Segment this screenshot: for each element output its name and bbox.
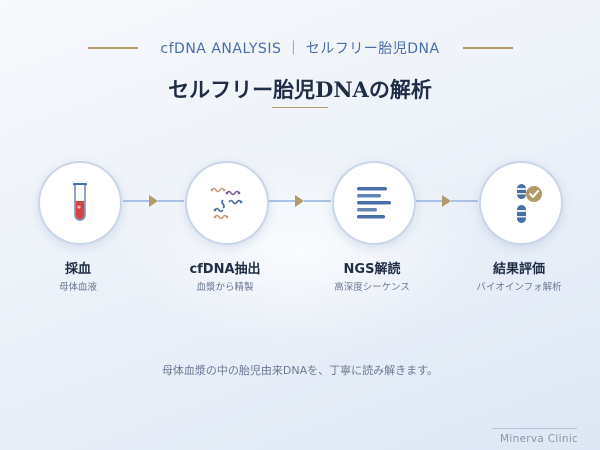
connector-line-1 [123, 200, 149, 202]
connector-line-3b [451, 200, 478, 202]
arrow-right-icon [295, 195, 304, 207]
arrow-right-icon [442, 195, 451, 207]
header-divider-left [88, 47, 138, 49]
chromosome-check-icon [517, 184, 542, 223]
step-blood-draw [38, 161, 122, 245]
step-ngs-sequencing [332, 161, 416, 245]
step-sublabel-3: 高深度シーケンス [334, 282, 410, 293]
brand-name: Minerva Clinic [500, 433, 579, 445]
title-underline [272, 107, 328, 108]
connector-line-2b [304, 200, 331, 202]
sequencing-bars-icon [357, 187, 391, 219]
background-glow [120, 150, 480, 350]
step-label-1: 採血 [64, 262, 91, 277]
brand-divider [492, 428, 577, 429]
step-label-4: 結果評価 [492, 262, 545, 277]
connector-line-2 [268, 200, 295, 202]
step-result-evaluation [479, 161, 563, 245]
connector-line-3 [415, 200, 442, 202]
page-title: セルフリー胎児DNAの解析 [168, 77, 432, 102]
arrow-right-icon [149, 195, 158, 207]
description-text: 母体血漿の中の胎児由来DNAを、丁寧に読み解きます。 [161, 364, 439, 377]
step-cfdna-extraction [185, 161, 269, 245]
test-tube-icon [73, 183, 87, 221]
step-sublabel-1: 母体血液 [58, 282, 97, 293]
step-sublabel-2: 血漿から精製 [196, 282, 254, 293]
step-label-3: NGS解読 [343, 262, 401, 277]
step-sublabel-4: バイオインフォ解析 [476, 282, 562, 293]
connector-line-1b [158, 200, 184, 202]
dna-fragments-icon [210, 187, 243, 220]
header-divider-right [463, 47, 513, 49]
page-subtitle: cfDNA ANALYSIS ｜ セルフリー胎児DNA [160, 41, 440, 57]
step-label-2: cfDNA抽出 [189, 262, 261, 277]
